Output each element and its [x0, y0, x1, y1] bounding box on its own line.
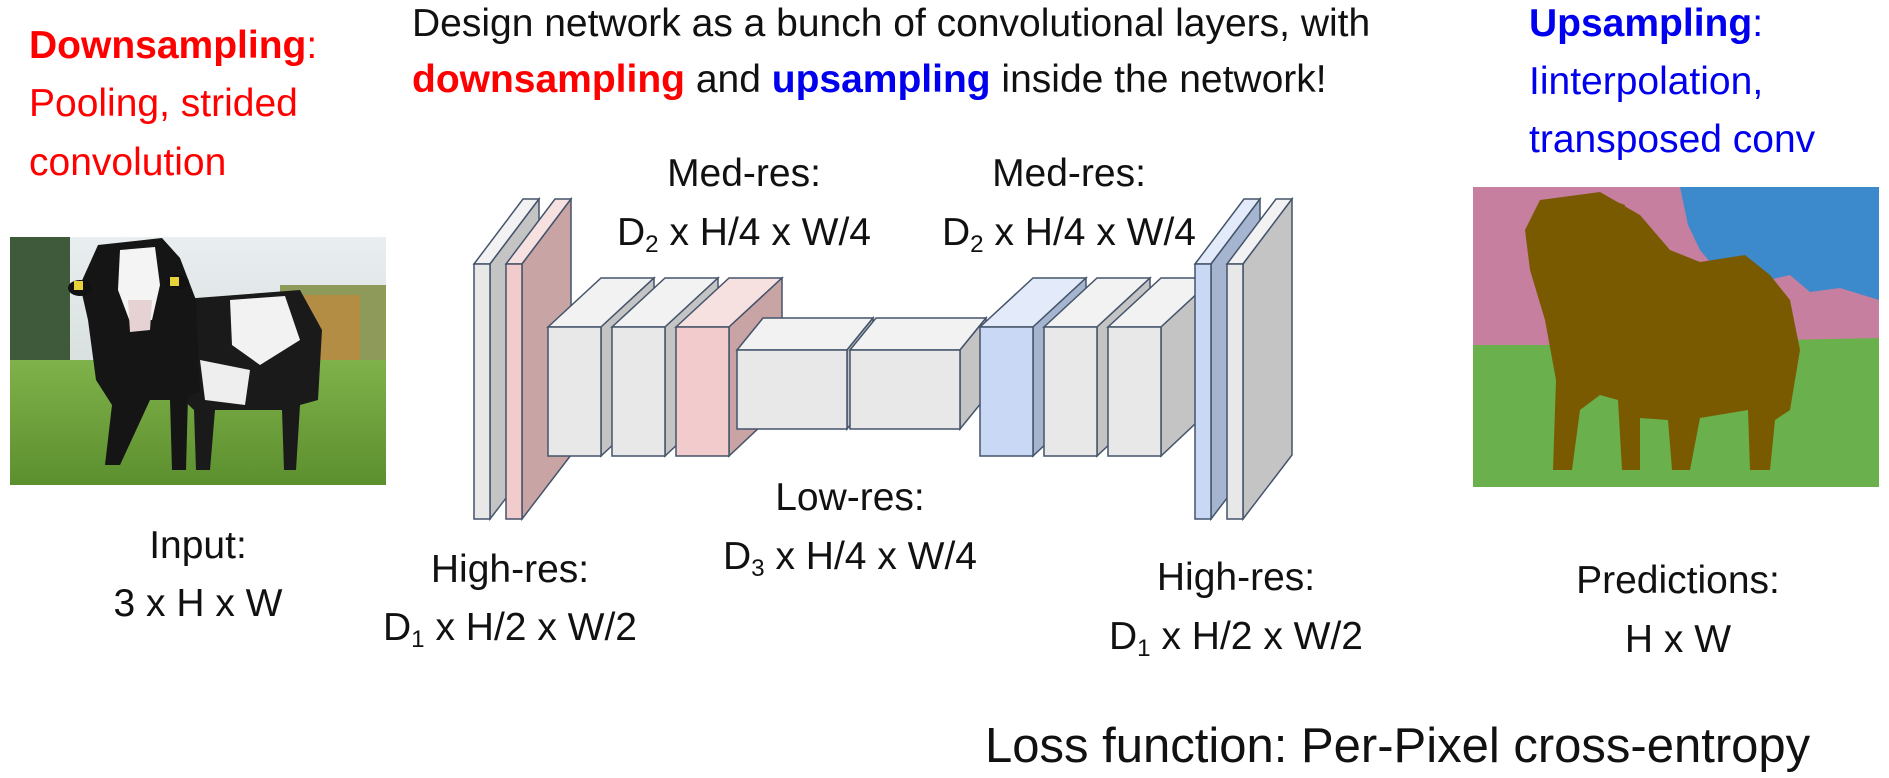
low-res-title: Low-res: [775, 476, 925, 519]
predictions-title: Predictions: [1576, 559, 1780, 602]
downsampling-line-1: Pooling, strided [29, 82, 298, 125]
med-res-right-title: Med-res: [992, 152, 1146, 195]
med-res-right-size: x H/4 x W/4 [983, 211, 1196, 254]
header-downsampling-word: downsampling [412, 58, 685, 101]
upsampling-colon: : [1752, 2, 1764, 45]
downsampling-line-2: convolution [29, 141, 227, 184]
high-res-left-title: High-res: [430, 548, 590, 591]
downsampling-title-word: Downsampling [29, 24, 307, 67]
high-res-right-size: x H/2 x W/2 [1150, 615, 1363, 658]
high-res-right-d: D [1109, 615, 1138, 658]
high-res-left-sub: 1 [411, 625, 425, 653]
med-res-left-sub: 2 [645, 230, 659, 258]
med-res-right-d: D [942, 211, 971, 254]
high-res-right-title: High-res: [1156, 556, 1316, 599]
med-res-left-size: x H/4 x W/4 [658, 211, 871, 254]
low-res-d: D [723, 535, 752, 578]
input-cow-photo [10, 237, 386, 485]
header-rest: inside the network! [990, 58, 1327, 101]
predictions-dims: H x W [1624, 618, 1732, 661]
loss-function-text: Loss function: Per-Pixel cross-entropy [985, 719, 1811, 773]
low-res-size: x H/4 x W/4 [764, 535, 977, 578]
downsampling-title: Downsampling: [29, 22, 317, 70]
downsampling-colon: : [306, 24, 318, 67]
high-res-right-sub: 1 [1137, 634, 1151, 662]
input-title: Input: [149, 524, 247, 567]
layer-med-res-right [978, 276, 1216, 458]
high-res-right-dims: D1 x H/2 x W/2 [1084, 613, 1388, 661]
high-res-left-d: D [383, 606, 412, 649]
high-res-left-dims: D1 x H/2 x W/2 [358, 604, 662, 652]
prediction-segmentation-map [1473, 187, 1879, 487]
upsampling-title-word: Upsampling [1529, 2, 1753, 45]
med-res-right-sub: 2 [970, 230, 984, 258]
header-line-1: Design network as a bunch of convolution… [412, 2, 1371, 45]
upsampling-line-2: transposed conv [1529, 118, 1816, 161]
layer-high-res-right [1193, 196, 1294, 522]
low-res-dims: D3 x H/4 x W/4 [696, 533, 1004, 581]
header-upsampling-word: upsampling [771, 58, 991, 101]
upsampling-title: Upsampling: [1529, 0, 1763, 48]
upsampling-line-1: Iinterpolation, [1529, 60, 1764, 103]
med-res-right-dims: D2 x H/4 x W/4 [921, 209, 1217, 257]
layer-low-res [735, 315, 988, 432]
header-and-word: and [685, 58, 772, 101]
high-res-left-size: x H/2 x W/2 [424, 606, 637, 649]
input-dims: 3 x H x W [113, 582, 283, 625]
low-res-sub: 3 [751, 554, 765, 582]
med-res-left-dims: D2 x H/4 x W/4 [596, 209, 892, 257]
med-res-left-title: Med-res: [667, 152, 821, 195]
med-res-left-d: D [617, 211, 646, 254]
header-line-2: downsampling and upsampling inside the n… [412, 56, 1327, 104]
